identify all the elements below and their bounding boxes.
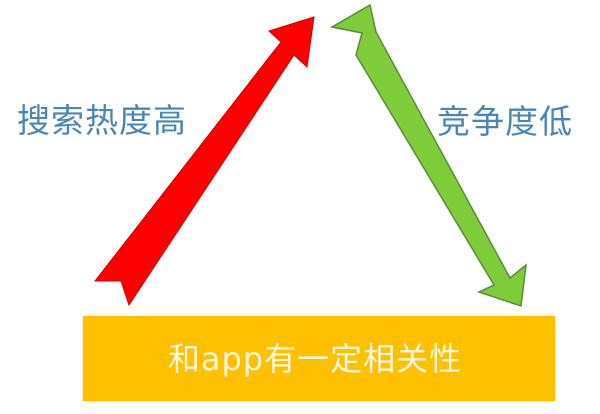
relevance-box: 和app有一定相关性 <box>83 316 555 401</box>
green-down-arrow-icon <box>329 3 527 308</box>
red-up-arrow-icon <box>93 16 315 307</box>
search-popularity-label: 搜索热度高 <box>17 101 187 140</box>
relevance-label: 和app有一定相关性 <box>167 339 463 378</box>
competition-label: 竞争度低 <box>437 102 573 141</box>
